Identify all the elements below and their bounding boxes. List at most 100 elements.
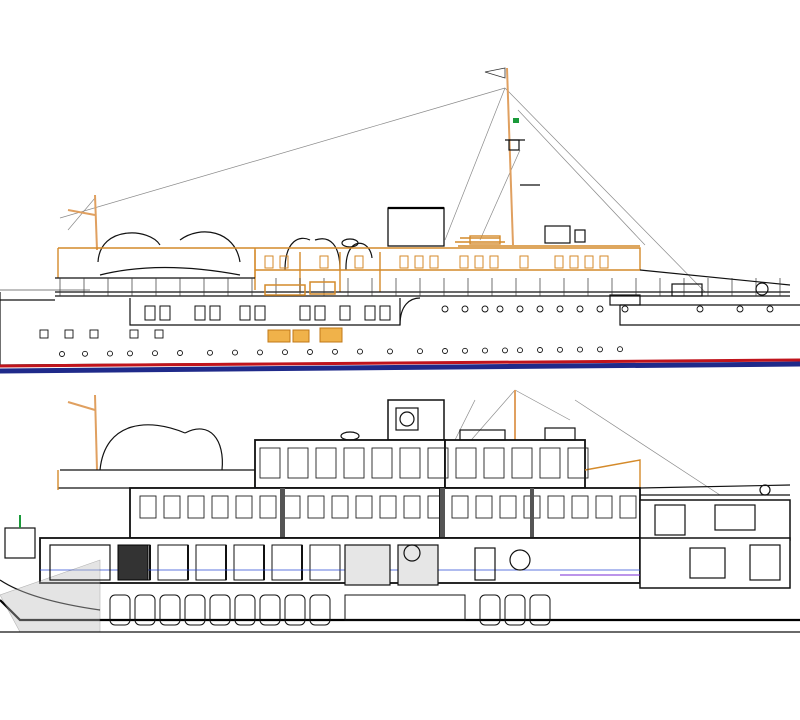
deckhouse-window xyxy=(489,255,499,269)
cabin-panel xyxy=(567,447,589,479)
stateroom xyxy=(309,544,341,581)
porthole xyxy=(576,305,584,313)
deckhouse-window xyxy=(354,255,364,269)
engine-room xyxy=(344,544,531,586)
cabin-window xyxy=(451,495,469,519)
porthole xyxy=(621,305,629,313)
after-mast xyxy=(67,194,98,251)
bulkhead xyxy=(530,488,534,583)
tank xyxy=(309,594,331,626)
porthole xyxy=(282,349,288,356)
porthole xyxy=(462,347,468,354)
porthole xyxy=(536,305,544,313)
bow-equipment xyxy=(609,282,769,306)
deckhouse-window xyxy=(519,255,529,269)
cabin-panel xyxy=(511,447,533,479)
main-deckhouse xyxy=(129,297,421,326)
porthole xyxy=(127,350,133,357)
cabin-window xyxy=(499,495,517,519)
funnel-casing xyxy=(387,399,445,441)
funnel xyxy=(387,207,445,247)
stern-gear xyxy=(4,515,149,581)
deckhouse-window xyxy=(279,255,289,269)
porthole xyxy=(481,305,489,313)
porthole xyxy=(207,349,213,356)
cabin-window xyxy=(595,495,613,519)
deckhouse-window xyxy=(144,305,156,321)
boot-top-red xyxy=(0,358,800,368)
tank xyxy=(479,594,501,626)
deckhouse-window xyxy=(339,305,351,321)
deckhouse-window xyxy=(459,255,469,269)
cabin-window xyxy=(307,495,325,519)
deckhouse-window xyxy=(239,305,251,321)
porthole xyxy=(107,350,113,357)
porthole xyxy=(496,305,504,313)
main-mast xyxy=(484,67,540,246)
deckhouse-window xyxy=(159,305,171,321)
porthole xyxy=(232,349,238,356)
deckhouse-window xyxy=(264,255,274,269)
tank xyxy=(504,594,526,626)
cabin-panel xyxy=(259,447,281,479)
external-profile-view xyxy=(0,67,800,374)
tank xyxy=(159,594,181,626)
porthole xyxy=(482,347,488,354)
porthole xyxy=(556,305,564,313)
deckhouse-window xyxy=(319,255,329,269)
cabin-panel xyxy=(343,447,365,479)
tank xyxy=(529,594,551,626)
porthole xyxy=(59,351,65,357)
bulkhead xyxy=(280,488,285,538)
cabin-window xyxy=(211,495,229,519)
porthole xyxy=(516,305,524,313)
boat-davits xyxy=(97,231,373,276)
cabin-window xyxy=(235,495,253,519)
tank xyxy=(184,594,206,626)
cabin-panel xyxy=(371,447,393,479)
wheelhouse xyxy=(455,225,640,247)
porthole xyxy=(696,305,704,313)
cabin-window xyxy=(355,495,373,519)
cabin-window xyxy=(619,495,637,519)
deckhouse-window xyxy=(314,305,326,321)
deckhouse-window xyxy=(569,255,579,269)
bulkhead xyxy=(440,488,445,583)
cabin-window xyxy=(139,495,157,519)
hull-light xyxy=(129,329,139,339)
deckhouse-window xyxy=(474,255,484,269)
porthole xyxy=(557,346,563,353)
porthole xyxy=(461,305,469,313)
porthole xyxy=(577,346,583,353)
deckhouse-window xyxy=(364,305,376,321)
porthole xyxy=(502,347,508,354)
cabin-window xyxy=(403,495,421,519)
hull-light xyxy=(64,329,74,339)
tank xyxy=(259,594,281,626)
bottom-blue xyxy=(0,361,800,374)
deckhouse-window xyxy=(399,255,409,269)
porthole xyxy=(766,305,774,313)
engine-bed xyxy=(344,594,466,621)
cabin-panel xyxy=(455,447,477,479)
porthole xyxy=(441,305,449,313)
tank xyxy=(284,594,306,626)
deckhouse-window xyxy=(194,305,206,321)
deckhouse-window xyxy=(599,255,609,269)
upper-deckhouse xyxy=(57,247,641,292)
porthole xyxy=(517,347,523,354)
porthole xyxy=(357,348,363,355)
cabin-panel xyxy=(539,447,561,479)
cabin-panel xyxy=(399,447,421,479)
rigging xyxy=(59,87,706,293)
upper-deck-interior xyxy=(254,427,641,489)
hull-light xyxy=(39,329,49,339)
deckhouse-window xyxy=(379,305,391,321)
green-flag xyxy=(513,118,519,123)
porthole xyxy=(442,348,448,354)
deckhouse-window xyxy=(299,305,311,321)
cabin-window xyxy=(187,495,205,519)
tank xyxy=(209,594,231,626)
porthole xyxy=(537,347,543,353)
